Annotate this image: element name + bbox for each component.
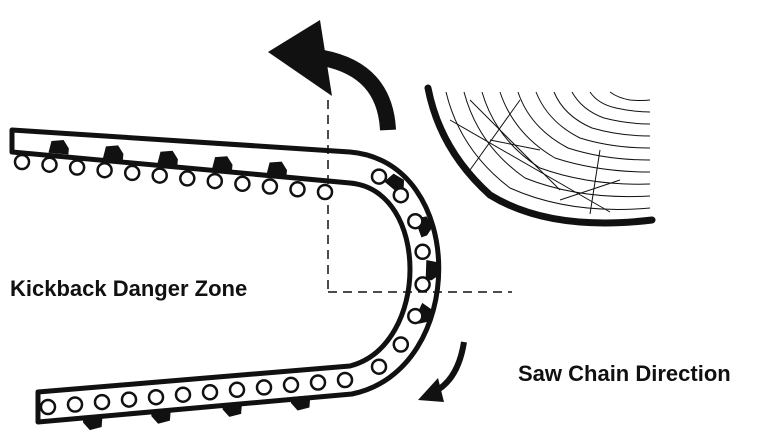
saw-chain bbox=[9, 127, 442, 431]
chain-cutter-tooth bbox=[157, 150, 178, 166]
chain-cutter-tooth bbox=[82, 414, 103, 431]
chain-rivet bbox=[282, 376, 300, 394]
chain-rivet bbox=[370, 358, 388, 375]
chain-rivet bbox=[13, 153, 31, 171]
chain-rivet bbox=[316, 183, 334, 201]
chain-rivet bbox=[228, 381, 246, 399]
chain-rivet bbox=[151, 167, 168, 184]
chain-rivet bbox=[201, 384, 219, 401]
chain-cutter-tooth bbox=[290, 395, 311, 411]
chain-rivet bbox=[309, 374, 327, 391]
chain-rivet bbox=[414, 276, 431, 293]
chain-cutter-tooth bbox=[212, 156, 233, 171]
chain-rivet bbox=[234, 175, 251, 193]
chain-outline bbox=[9, 127, 442, 425]
chain-rivet bbox=[123, 164, 141, 182]
chain-rivet bbox=[370, 168, 388, 185]
chain-rivet bbox=[39, 398, 57, 416]
log-cross-section bbox=[424, 84, 656, 227]
chain-cutter-tooth bbox=[150, 408, 171, 424]
chain-cutter-tooth bbox=[222, 401, 243, 417]
chain-direction-label: Saw Chain Direction bbox=[518, 361, 731, 386]
chain-rivet bbox=[407, 307, 424, 325]
chain-rivet bbox=[206, 172, 224, 190]
kickback-rotation-arrow bbox=[268, 20, 396, 131]
chain-rivet bbox=[93, 393, 111, 411]
chain-rivet bbox=[289, 181, 306, 198]
chain-rivet bbox=[255, 379, 273, 396]
log-bark bbox=[424, 84, 656, 227]
chain-rivet bbox=[407, 212, 424, 230]
chain-cutter-tooth bbox=[102, 145, 124, 160]
chain-direction-arrow bbox=[418, 341, 467, 402]
chain-rivet bbox=[179, 170, 196, 187]
chain-rivet bbox=[392, 336, 410, 353]
chain-cutter-tooth bbox=[48, 140, 69, 155]
chain-cutter-tooth bbox=[425, 260, 440, 281]
chain-rivet bbox=[68, 159, 86, 176]
chain-cutter-tooth bbox=[266, 161, 287, 177]
chain-links bbox=[13, 153, 431, 416]
chain-rivet bbox=[41, 156, 58, 173]
chain-rivet bbox=[66, 396, 84, 413]
kickback-zone-label: Kickback Danger Zone bbox=[10, 276, 247, 301]
log-growth-rings bbox=[445, 91, 651, 215]
chain-rivet bbox=[336, 371, 354, 389]
chain-rivet bbox=[392, 186, 410, 204]
chain-rivet bbox=[147, 388, 165, 406]
chain-rivet bbox=[174, 386, 192, 403]
chain-rivet bbox=[414, 243, 431, 261]
chain-rivet bbox=[96, 161, 113, 179]
chain-rivet bbox=[261, 178, 279, 195]
chain-rivet bbox=[120, 391, 138, 408]
